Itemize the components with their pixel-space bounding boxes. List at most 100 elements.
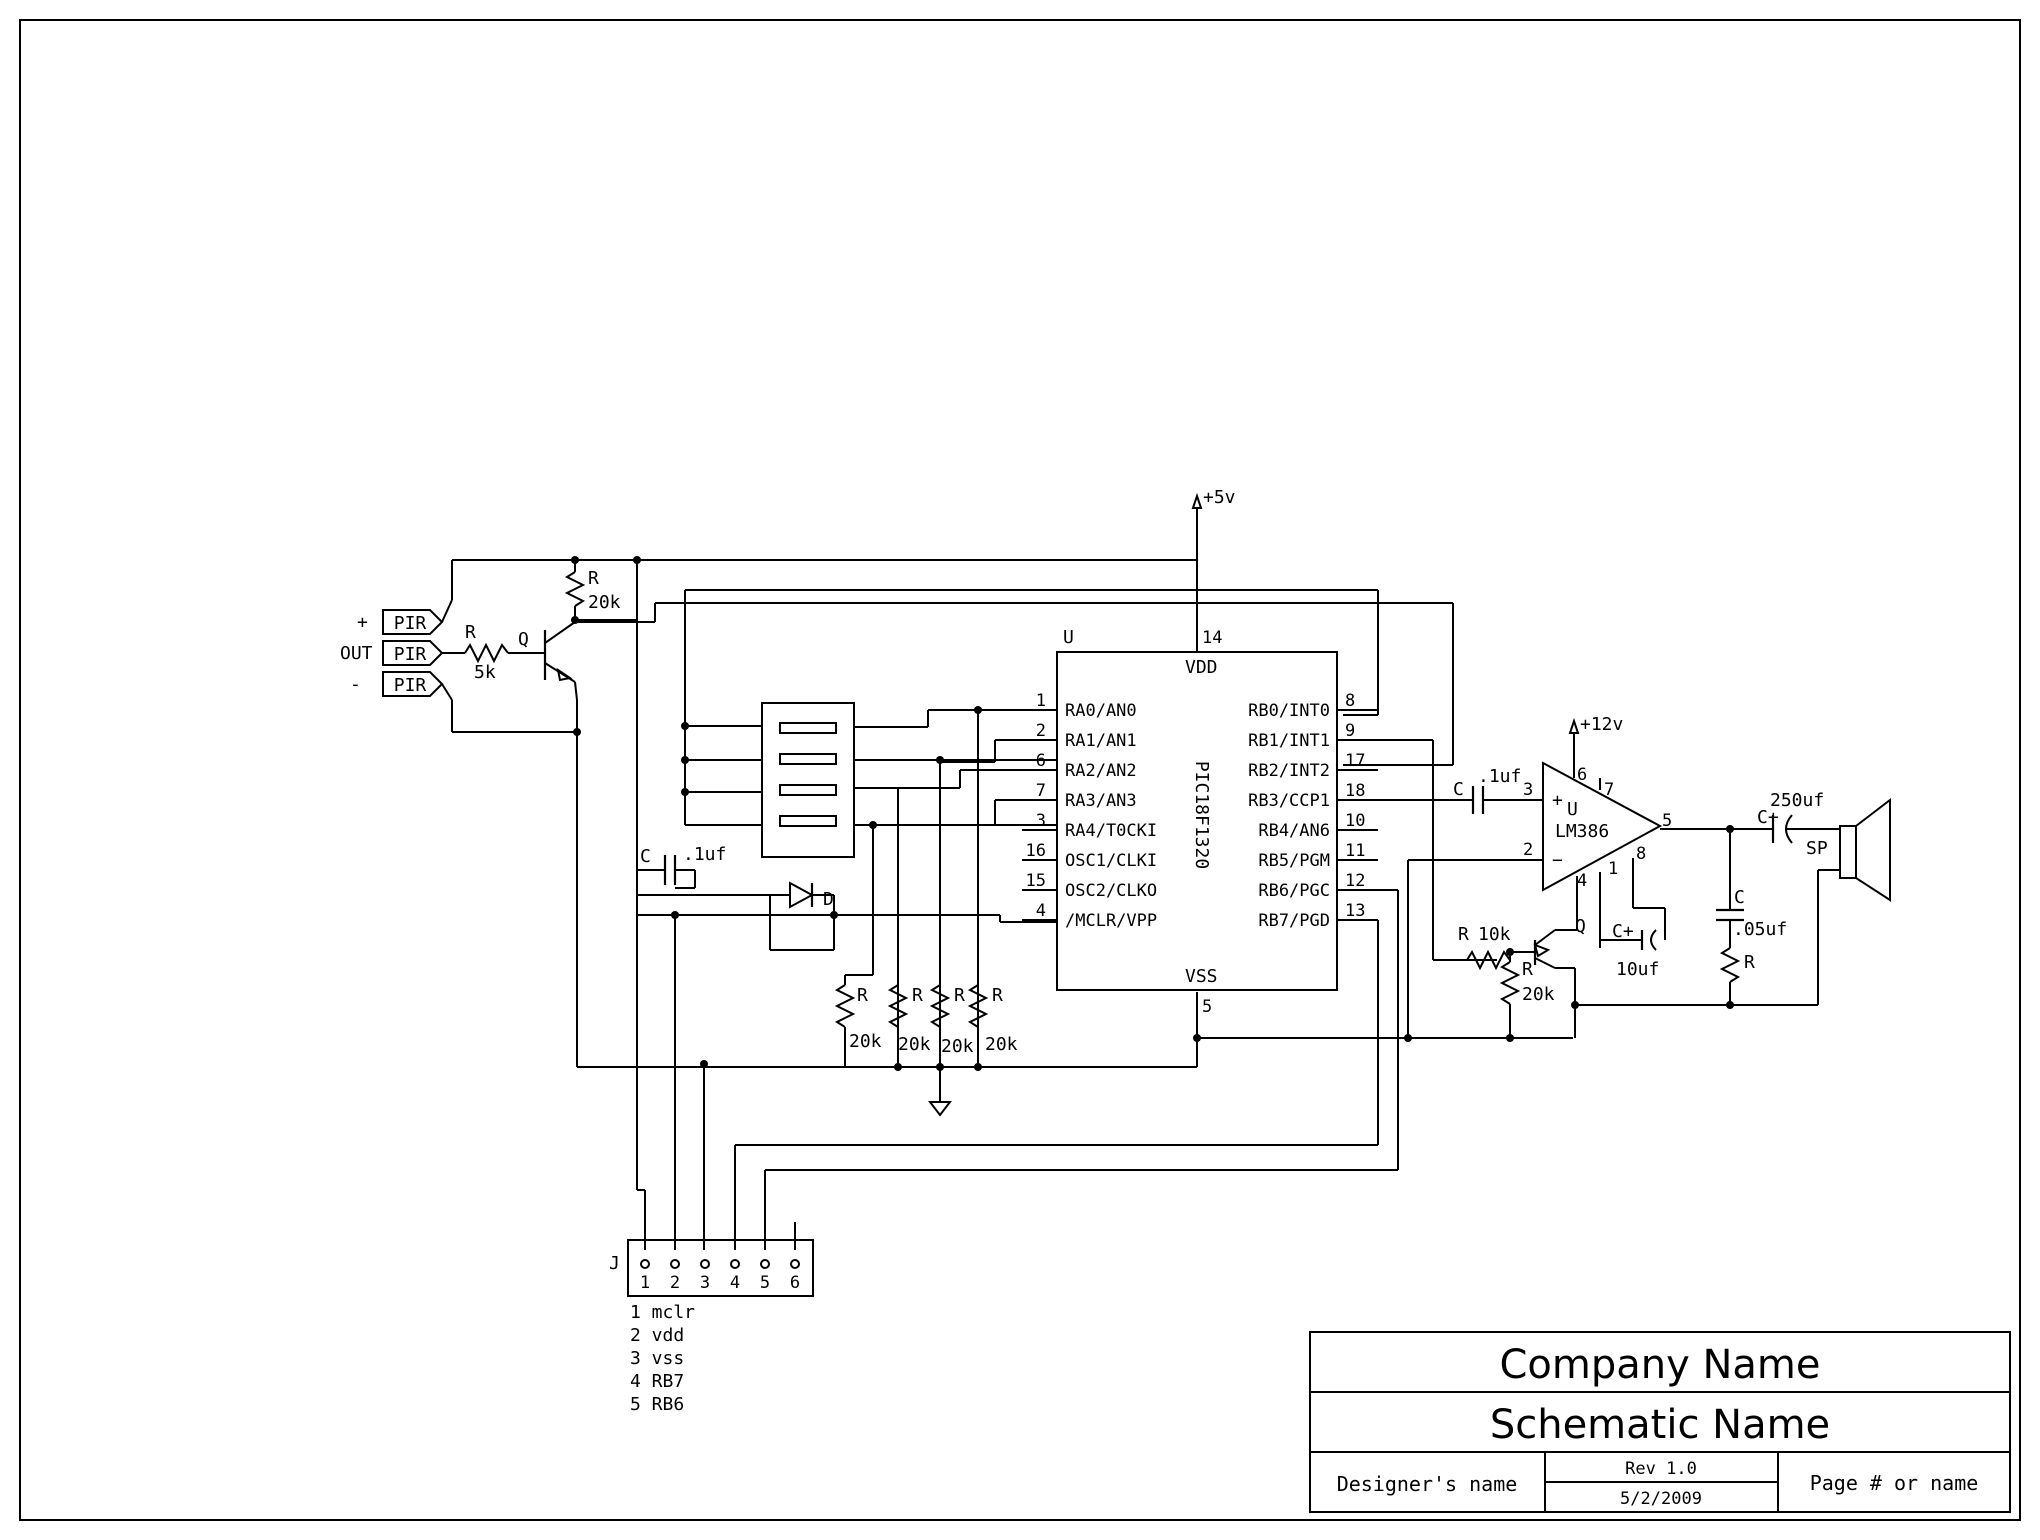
- svg-text:R: R: [992, 985, 1003, 1006]
- mcu-right-pin-num-6: 12: [1345, 871, 1365, 891]
- mcu-left-pin-num-4: 3: [1036, 811, 1046, 831]
- svg-text:.05uf: .05uf: [1733, 919, 1787, 940]
- svg-text:8: 8: [1636, 844, 1646, 864]
- mcu-right-pin-num-3: 18: [1345, 781, 1365, 801]
- header-legend-2: 3 vss: [630, 1348, 684, 1369]
- mcu-left-pin-name-1: RA1/AN1: [1065, 731, 1137, 751]
- schematic-name: Schematic Name: [1490, 1402, 1830, 1448]
- header-pin-3: [700, 1259, 710, 1269]
- mcu-left-pin-name-5: OSC1/CLKI: [1065, 851, 1157, 871]
- header-legend-3: 4 RB7: [630, 1371, 684, 1392]
- pir-connector: + OUT - PIR PIR PIR: [340, 599, 581, 736]
- svg-text:U: U: [1063, 627, 1074, 648]
- svg-text:R: R: [954, 985, 965, 1006]
- svg-text:5k: 5k: [474, 662, 496, 683]
- supply-5v: +5v: [1191, 487, 1236, 652]
- svg-text:R: R: [1522, 959, 1533, 980]
- pulldown-resistors: R 20k R 20k R 20k R 20k: [834, 984, 1018, 1067]
- svg-text:PIR: PIR: [394, 644, 427, 665]
- header-pin-6: [790, 1259, 800, 1269]
- svg-text:R: R: [912, 985, 923, 1006]
- svg-text:VSS: VSS: [1185, 966, 1218, 987]
- svg-text:10k: 10k: [1478, 924, 1511, 945]
- mcu-right-pin-name-2: RB2/INT2: [1248, 761, 1330, 781]
- mcu-left-pin-num-6: 15: [1026, 871, 1046, 891]
- mcu-right-pin-num-5: 11: [1345, 841, 1365, 861]
- date: 5/2/2009: [1620, 1489, 1702, 1509]
- header-pin-5: [760, 1259, 770, 1269]
- mcu-left-pin-num-7: 4: [1036, 901, 1046, 921]
- header-pin-label-2: 2: [670, 1273, 680, 1293]
- svg-text:20k: 20k: [898, 1034, 931, 1055]
- amp-transistor-network: R 10k Q R 20k: [1433, 916, 1586, 1042]
- svg-text:5: 5: [1202, 997, 1212, 1017]
- svg-text:R: R: [588, 568, 599, 589]
- mcu-left-pin-num-0: 1: [1036, 691, 1046, 711]
- mcu-left-pin-num-3: 7: [1036, 781, 1046, 801]
- mcu-left-pin-name-7: /MCLR/VPP: [1065, 911, 1157, 931]
- lm386-amp: +12v + − U LM386 3 2 6 7 4 1 8 5 C .1uf: [1343, 714, 1891, 1042]
- svg-text:R: R: [1458, 924, 1469, 945]
- pir-out-label: OUT: [340, 643, 373, 664]
- svg-text:R: R: [857, 985, 868, 1006]
- svg-text:20k: 20k: [588, 592, 621, 613]
- title-block: Company Name Schematic Name Designer's n…: [1309, 1331, 2011, 1513]
- svg-text:C: C: [1734, 887, 1745, 908]
- top-rails: [451, 556, 1497, 961]
- svg-text:20k: 20k: [985, 1034, 1018, 1055]
- svg-text:20k: 20k: [941, 1036, 974, 1057]
- header-pin-label-5: 5: [760, 1273, 770, 1293]
- svg-text:−: −: [1552, 850, 1563, 871]
- svg-text:3: 3: [1523, 780, 1533, 800]
- svg-text:SP: SP: [1806, 838, 1828, 859]
- mcu-left-pin-num-2: 6: [1036, 751, 1046, 771]
- svg-text:D: D: [823, 889, 834, 910]
- header-legend-4: 5 RB6: [630, 1394, 684, 1415]
- resistor-20k-pullup: R 20k: [564, 556, 637, 624]
- pir-minus-label: -: [350, 674, 361, 695]
- mcu-left-pin-name-0: RA0/AN0: [1065, 701, 1137, 721]
- mcu-right-pin-name-6: RB6/PGC: [1258, 881, 1330, 901]
- svg-text:PIR: PIR: [394, 613, 427, 634]
- pir-plus-label: +: [357, 612, 368, 633]
- ra-wiring: [844, 706, 1057, 1065]
- header-legend-1: 2 vdd: [630, 1325, 684, 1346]
- mcu-right-pin-name-3: RB3/CCP1: [1248, 791, 1330, 811]
- svg-text:LM386: LM386: [1555, 821, 1609, 842]
- header-pin-1: [640, 1259, 650, 1269]
- speaker-icon: [1839, 825, 1857, 879]
- mcu-right-pin-num-4: 10: [1345, 811, 1365, 831]
- mcu-right-pin-num-7: 13: [1345, 901, 1365, 921]
- resistor-5k: R 5k: [442, 622, 545, 683]
- svg-text:4: 4: [1577, 871, 1587, 891]
- svg-text:2: 2: [1523, 840, 1533, 860]
- dip-switch: [681, 590, 1057, 858]
- svg-text:C+: C+: [1757, 807, 1779, 828]
- mcu-left-pin-name-2: RA2/AN2: [1065, 761, 1137, 781]
- svg-text:J: J: [609, 1253, 620, 1274]
- mcu-right-pin-name-0: RB0/INT0: [1248, 701, 1330, 721]
- company-name: Company Name: [1499, 1342, 1820, 1388]
- mcu-left-pin-name-6: OSC2/CLKO: [1065, 881, 1157, 901]
- page-name: Page # or name: [1810, 1471, 1979, 1495]
- svg-text:+5v: +5v: [1203, 487, 1236, 508]
- header-pin-4: [730, 1259, 740, 1269]
- svg-text:.1uf: .1uf: [1478, 766, 1521, 787]
- svg-text:C: C: [640, 846, 651, 867]
- designer-name: Designer's name: [1337, 1472, 1518, 1496]
- header-pin-label-6: 6: [790, 1273, 800, 1293]
- svg-text:5: 5: [1662, 811, 1672, 831]
- svg-text:C+: C+: [1612, 921, 1634, 942]
- svg-text:6: 6: [1577, 765, 1587, 785]
- header-pin-label-1: 1: [640, 1273, 650, 1293]
- mcu-right-pin-name-1: RB1/INT1: [1248, 731, 1330, 751]
- svg-text:20k: 20k: [1522, 984, 1555, 1005]
- mclr-network: C .1uf D: [636, 560, 1057, 951]
- mcu-right-pin-num-0: 8: [1345, 691, 1355, 711]
- mcu-right-pin-name-4: RB4/AN6: [1258, 821, 1330, 841]
- svg-text:PIR: PIR: [394, 675, 427, 696]
- mcu-left-pin-name-4: RA4/T0CKI: [1065, 821, 1157, 841]
- svg-text:VDD: VDD: [1185, 657, 1218, 678]
